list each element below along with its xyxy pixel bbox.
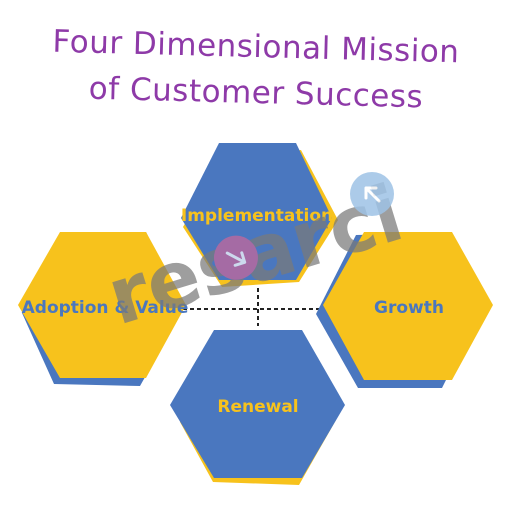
hexagon-implementation-label: Implementation (181, 206, 333, 226)
hexagon-adoption-label: Adoption & Value (22, 298, 189, 318)
arrow-down-right-icon (225, 251, 247, 267)
connector-lines (176, 288, 338, 326)
hexagon-renewal: Renewal (170, 330, 345, 485)
hexagon-adoption-shape (18, 232, 186, 378)
watermark-logo (350, 172, 394, 216)
hexagon-renewal-shape (170, 330, 345, 478)
hexagon-renewal-label: Renewal (217, 397, 298, 417)
arrow-up-left-icon (364, 186, 381, 203)
hexagon-growth-label: Growth (374, 298, 444, 318)
hexagon-adoption: Adoption & Value (18, 232, 188, 386)
hexagon-growth-shape (323, 232, 493, 380)
hexagon-growth: Growth (316, 232, 493, 388)
